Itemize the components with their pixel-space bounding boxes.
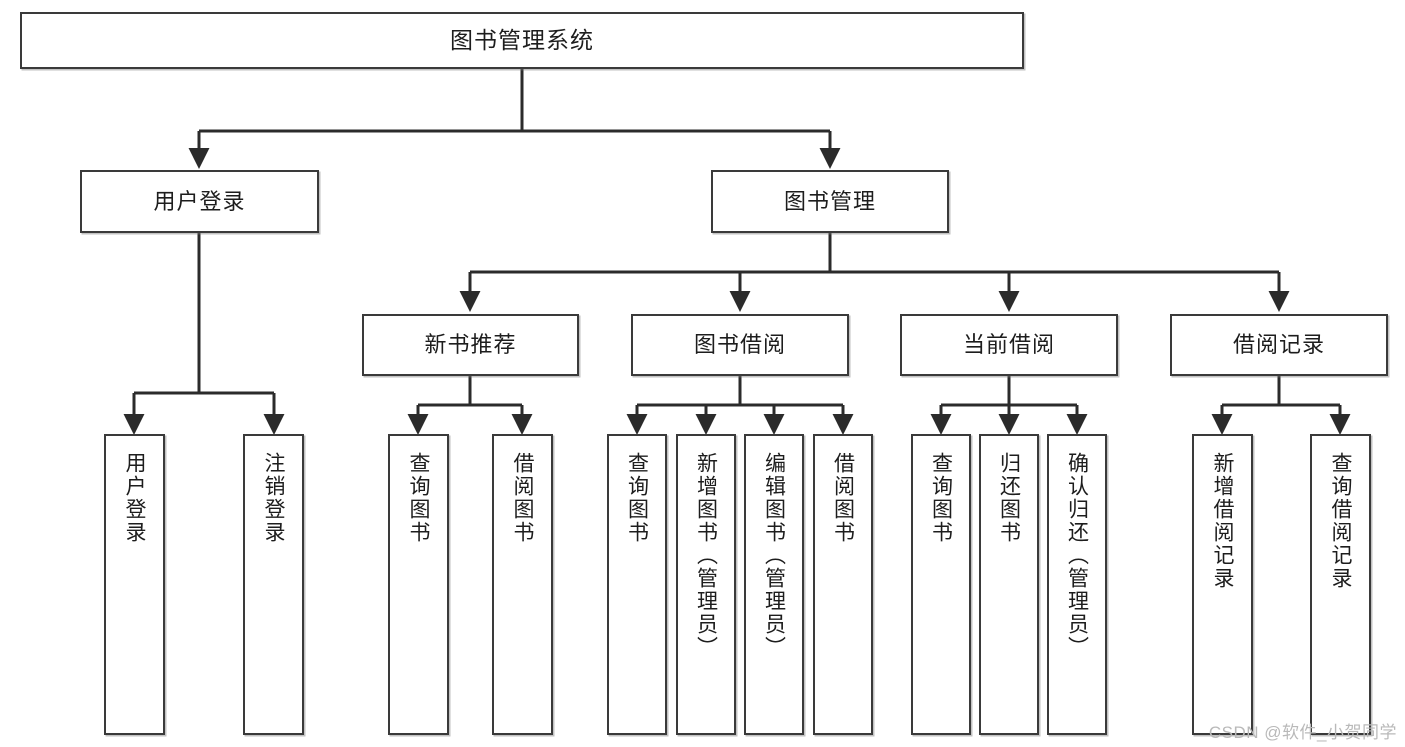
node-label: 图书借阅: [693, 332, 786, 358]
node-label: 借阅图书: [831, 452, 855, 544]
node-leaf-query-borrow-record[interactable]: 查询借阅记录: [1310, 434, 1371, 735]
node-label: 归还图书: [997, 452, 1021, 544]
node-user-login[interactable]: 用户登录: [80, 170, 319, 233]
node-borrow-record[interactable]: 借阅记录: [1170, 314, 1388, 376]
node-leaf-edit-book-admin[interactable]: 编辑图书（管理员）: [744, 434, 804, 735]
node-leaf-logout[interactable]: 注销登录: [243, 434, 304, 735]
node-label: 查询借阅记录: [1329, 452, 1352, 590]
node-root-system[interactable]: 图书管理系统: [20, 12, 1024, 69]
node-leaf-borrow-book[interactable]: 借阅图书: [813, 434, 873, 735]
node-leaf-borrow-book-recommend[interactable]: 借阅图书: [492, 434, 553, 735]
node-label: 新增借阅记录: [1211, 452, 1234, 590]
node-label: 查询图书: [625, 452, 649, 544]
node-label: 新书推荐: [424, 332, 517, 358]
node-label: 查询图书: [929, 452, 953, 544]
node-label: 图书管理系统: [450, 27, 594, 54]
node-label: 借阅图书: [511, 452, 534, 544]
node-leaf-query-book-current[interactable]: 查询图书: [911, 434, 971, 735]
node-leaf-add-book-admin[interactable]: 新增图书（管理员）: [676, 434, 736, 735]
node-leaf-query-book-recommend[interactable]: 查询图书: [388, 434, 449, 735]
node-leaf-add-borrow-record[interactable]: 新增借阅记录: [1192, 434, 1253, 735]
node-label: 确认归还（管理员）: [1065, 452, 1089, 659]
node-leaf-return-book[interactable]: 归还图书: [979, 434, 1039, 735]
csdn-watermark: CSDN @软件_小贺同学: [1208, 723, 1397, 742]
node-label: 用户登录: [153, 188, 246, 214]
node-leaf-confirm-return-admin[interactable]: 确认归还（管理员）: [1047, 434, 1107, 735]
node-leaf-query-book-borrow[interactable]: 查询图书: [607, 434, 667, 735]
node-label: 查询图书: [407, 452, 430, 544]
node-leaf-user-login[interactable]: 用户登录: [104, 434, 165, 735]
node-book-borrow[interactable]: 图书借阅: [631, 314, 849, 376]
node-label: 新增图书（管理员）: [694, 452, 718, 659]
node-new-book-recommend[interactable]: 新书推荐: [362, 314, 579, 376]
node-label: 注销登录: [262, 452, 285, 544]
node-label: 当前借阅: [962, 332, 1055, 358]
node-label: 借阅记录: [1232, 332, 1325, 358]
node-book-management[interactable]: 图书管理: [711, 170, 949, 233]
node-label: 图书管理: [783, 188, 876, 214]
node-current-borrow[interactable]: 当前借阅: [900, 314, 1118, 376]
node-label: 编辑图书（管理员）: [762, 452, 786, 659]
node-label: 用户登录: [123, 452, 146, 544]
